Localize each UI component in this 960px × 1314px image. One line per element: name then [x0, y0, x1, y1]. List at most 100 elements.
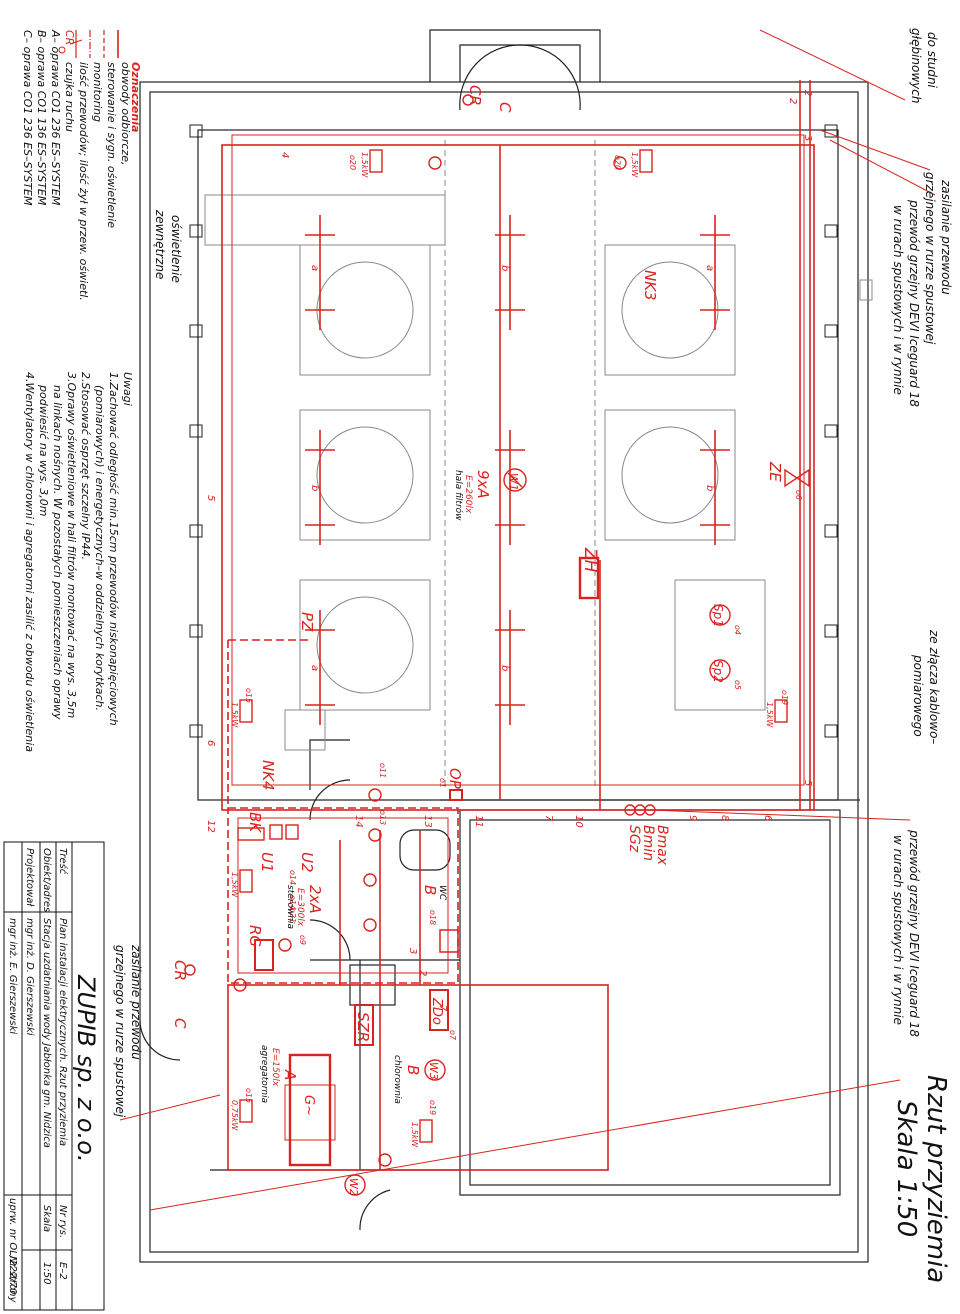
note-line: 4.Wentylatory w chlorowni i agregatorni … — [23, 372, 36, 752]
bk-label: BK — [246, 812, 264, 833]
c-label-bottom: C — [171, 1018, 189, 1029]
aggregate-name: agregatornia — [259, 1045, 269, 1103]
legend: Oznaczenia obwody odbiorcze, sterowanie … — [21, 29, 142, 301]
wire-count: 10 — [573, 815, 584, 828]
filter-tanks — [204, 140, 873, 790]
note-line: 1.Zachować odległość min.15cm przewodów … — [107, 372, 120, 726]
lum-a-1: a — [309, 265, 320, 271]
lum-a-3: a — [704, 265, 715, 271]
heater-label-7: 1,5kW — [410, 1122, 419, 1148]
legend-item: monitoring — [91, 62, 104, 122]
wire-count: 9 — [687, 815, 698, 821]
circuit-label: o14 — [288, 870, 297, 885]
heater-label-3: 1,5kW — [230, 702, 239, 728]
legend-item: C– oprawa CO1 236 ES–SYSTEM — [21, 30, 34, 206]
circuit-label: o9 — [298, 935, 307, 945]
nk3-label: NK3 — [641, 270, 659, 301]
wire-count: 3 — [407, 948, 418, 954]
circuit-label: o15 — [244, 1088, 253, 1103]
tb-value-designer2: mgr inż. E. Gierszewski — [7, 918, 18, 1034]
wire-count: 14 — [353, 815, 364, 828]
circuit-label: o18 — [428, 910, 437, 925]
tb-value-designer: mgr inż. D. Gierszewski — [24, 918, 35, 1036]
heater-label-1: 1,5kW — [360, 152, 369, 178]
lum-a-2: a — [309, 665, 320, 671]
szr-label: SZR — [354, 1012, 372, 1042]
room-labels: 9xA E=260lx hala filtrów 2xA E=300lx ste… — [259, 470, 492, 1104]
junction-line1: ze złącza kablowo– — [927, 629, 941, 744]
annotations: do studni głębinowych zasilanie przewodu… — [113, 28, 953, 1118]
u2-label: U2 — [298, 852, 316, 873]
electrical-wiring — [119, 29, 936, 1211]
chlorine-luminaire: B — [404, 1065, 422, 1075]
circuit-label: o20 — [613, 155, 622, 170]
circuit-label: o20 — [348, 155, 357, 170]
supply-bottom-line2: grzejnego w rurze spustowej — [113, 945, 127, 1118]
nk4-label: NK4 — [259, 760, 277, 791]
wire-count: 2 — [787, 98, 798, 104]
sp1-label: Sp1 — [711, 604, 725, 627]
tb-c2-content: E–2 — [57, 1262, 68, 1280]
wire-count: 6 — [762, 815, 773, 821]
zdo-label: ZDo — [429, 997, 444, 1025]
notes: Uwagi 1.Zachować odległość min.15cm prze… — [23, 372, 134, 752]
legend-item: sterowanie i sygn. oświetlenie — [105, 62, 118, 228]
bmax-label: Bmax — [654, 825, 670, 866]
luminaire-letters: a b a b b a b — [309, 265, 715, 671]
lum-b-2: b — [499, 265, 510, 271]
exterior-line1: oświetlenie — [169, 215, 183, 283]
sp2-label: Sp2 — [711, 660, 725, 683]
bmin-label: Bmin — [640, 825, 656, 861]
ze-label: ZE — [766, 461, 784, 482]
title-line2: Skala 1:50 — [891, 1100, 921, 1237]
wc-luminaire: B — [421, 885, 439, 895]
wire-count: 13 — [422, 815, 433, 828]
supply-bottom-line1: zasilanie przewodu — [129, 944, 143, 1060]
sgz-label: SGz — [626, 825, 642, 853]
circuit-label: o14 — [288, 895, 297, 910]
electrical-symbols — [184, 94, 810, 1196]
notes-heading: Uwagi — [121, 372, 134, 406]
wire-count: 5 — [802, 780, 813, 786]
wire-count: 7 — [543, 815, 554, 822]
legend-item: B– oprawa CO1 136 ES–SYSTEM — [35, 30, 48, 206]
note-line: (pomiarowych) i energetycznych–w oddziel… — [93, 385, 106, 711]
tb-label-object: Obiekt/adres — [41, 848, 52, 912]
tb-c1-object: Skala — [41, 1205, 52, 1232]
wire-count: 4 — [279, 152, 290, 158]
w3-label: W3 — [427, 1062, 440, 1080]
heater-label-2: 1,5kW — [630, 152, 639, 178]
lum-b-4: b — [704, 485, 715, 491]
note-line: na linkach nośnych. W pozostałych pomies… — [51, 385, 64, 720]
wc-label: WC — [437, 885, 447, 901]
note-line: podwiesić na wys. 3,0m — [37, 384, 50, 517]
cr-label-bottom: CR — [171, 960, 189, 981]
circuit-label: o11 — [378, 763, 387, 778]
company-name: ZUPIB sp. z o.o. — [72, 974, 100, 1163]
wire-count: 12 — [205, 820, 216, 833]
wire-count-numbers: 2 2 2 3 3 4 5 5 6 6 7 7 8 9 10 11 12 13 … — [205, 90, 813, 1012]
building-outline — [139, 29, 869, 1263]
circuit-label: o7 — [448, 1030, 457, 1041]
circuit-label: o19 — [428, 1100, 437, 1115]
note-line: 2.Stosować osprzęt szczelny IP44. — [79, 372, 92, 560]
filter-hall-count: 9xA — [474, 470, 492, 499]
tb-c1-licence: uprw. nr OL/222/70 — [7, 1198, 18, 1294]
circuit-label: o5 — [733, 680, 742, 690]
filter-hall-name: hala filtrów — [453, 470, 464, 521]
tb-label-content: Treść — [57, 848, 69, 875]
aggregate-lux: E=150lx — [270, 1048, 280, 1087]
circuit-label: o1 — [438, 778, 447, 788]
tb-c2-object: 1:50 — [41, 1262, 52, 1284]
rg-label: RG — [246, 925, 264, 947]
pz-label: PZ — [298, 612, 316, 632]
legend-heading: Oznaczenia — [129, 62, 142, 132]
well-line2: głębinowych — [909, 28, 923, 103]
legend-item: A– oprawa CO1 236 ES–SYSTEM — [49, 29, 62, 206]
legend-item: obwody odbiorcze, — [119, 62, 132, 166]
w2-label: W2 — [347, 1178, 360, 1196]
zh-label: ZH — [580, 547, 600, 573]
c-label-top: C — [496, 102, 514, 113]
tb-value-content: Plan instalacji elektrycznych. Rzut przy… — [57, 918, 68, 1146]
lum-b-3: b — [499, 665, 510, 671]
